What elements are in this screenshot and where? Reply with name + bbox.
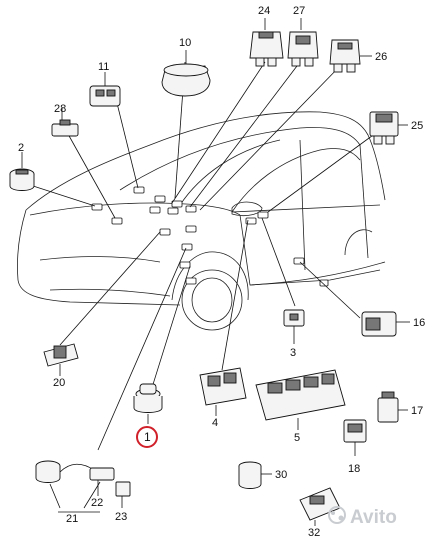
part-2 — [9, 152, 35, 191]
label-4: 4 — [212, 417, 218, 429]
part-26 — [329, 39, 372, 73]
label-30: 30 — [275, 469, 287, 481]
label-20: 20 — [53, 377, 65, 389]
label-5: 5 — [294, 432, 300, 444]
part-21 — [35, 460, 101, 509]
part-28 — [51, 108, 79, 137]
label-23: 23 — [115, 511, 127, 523]
watermark-text: Avito — [350, 507, 397, 528]
label-32: 32 — [308, 527, 320, 539]
part-5 — [255, 369, 346, 430]
part-labels: 24 27 26 10 11 28 25 2 16 3 20 4 17 5 18… — [18, 5, 425, 539]
part-25 — [369, 111, 408, 145]
label-2: 2 — [18, 142, 24, 154]
part-27 — [287, 18, 319, 67]
part-16 — [361, 311, 410, 337]
switch-locations — [91, 186, 329, 287]
part-3 — [283, 309, 305, 344]
label-1: 1 — [144, 430, 151, 444]
part-10 — [161, 50, 211, 97]
highlight-part-1: 1 — [136, 426, 158, 448]
label-10: 10 — [179, 37, 191, 49]
label-24: 24 — [258, 5, 270, 17]
leader-lines — [29, 61, 381, 451]
label-16: 16 — [413, 317, 425, 329]
label-22: 22 — [91, 497, 103, 509]
part-17 — [377, 391, 408, 423]
part-1 — [133, 383, 163, 424]
car-outline — [17, 111, 386, 331]
part-24 — [249, 18, 284, 67]
label-11: 11 — [98, 61, 109, 73]
label-21: 21 — [66, 513, 78, 525]
part-23 — [115, 481, 131, 508]
label-28: 28 — [54, 103, 66, 115]
part-4 — [199, 367, 247, 416]
part-18 — [343, 419, 367, 456]
label-17: 17 — [411, 405, 423, 417]
part-22 — [89, 467, 115, 496]
label-3: 3 — [290, 347, 296, 359]
part-11 — [89, 72, 121, 107]
part-20 — [43, 343, 79, 376]
label-27: 27 — [293, 5, 305, 17]
watermark: Avito — [328, 506, 397, 528]
label-26: 26 — [375, 51, 387, 63]
label-25: 25 — [411, 120, 423, 132]
label-18: 18 — [348, 463, 360, 475]
part-30 — [238, 461, 272, 489]
